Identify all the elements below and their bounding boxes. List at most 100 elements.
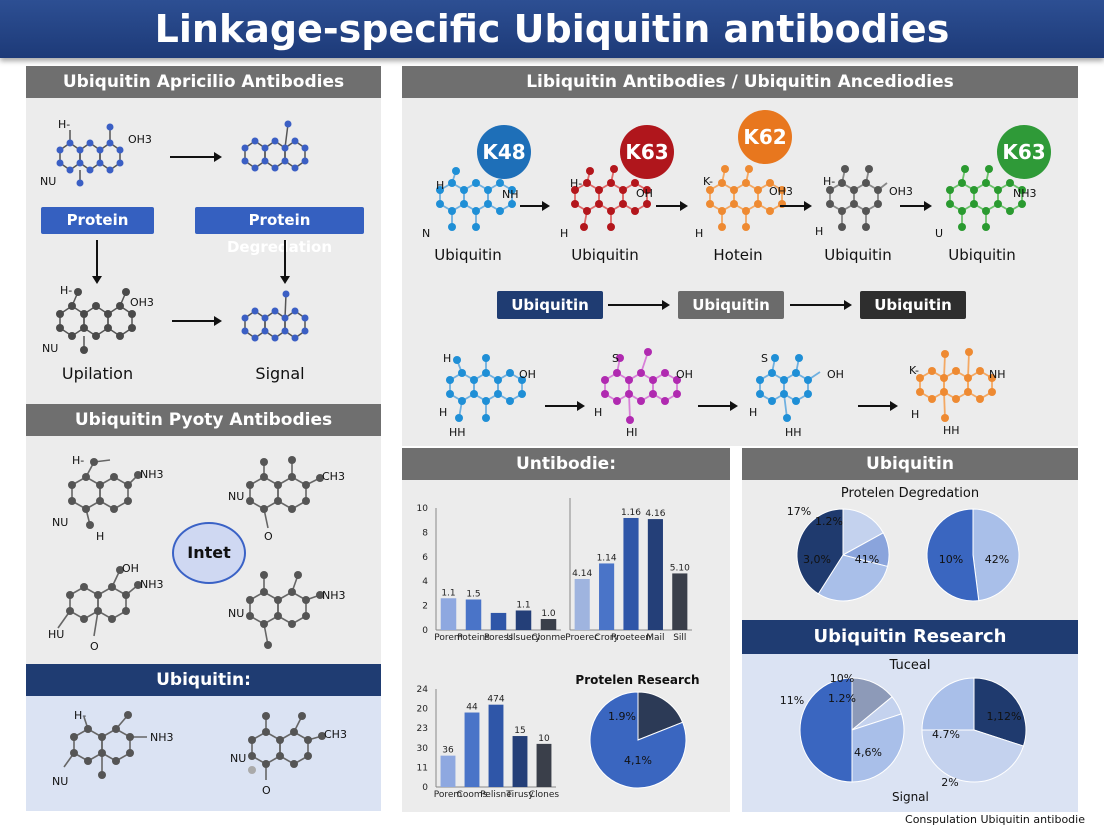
bar: [536, 743, 552, 787]
bar-value-label: 1.0: [541, 609, 556, 619]
left-bottom-header: Ubiquitin:: [26, 664, 381, 696]
y-tick-label: 0: [422, 783, 428, 793]
atom-label: OH: [827, 368, 844, 381]
pie-slice-label: 11%: [780, 694, 804, 707]
atom-label: U: [935, 227, 943, 240]
atom-label: OH: [122, 562, 139, 575]
atom-label: H: [443, 352, 451, 365]
molecule-left-4: [241, 290, 309, 342]
chart-panel-left-header: Untibodie:: [402, 448, 730, 480]
molecule-label: Ubiquitin: [571, 246, 639, 264]
atom-label: OH3: [128, 133, 152, 146]
molecule-k48: H NH N: [422, 167, 519, 240]
atom-label: NH3: [140, 468, 164, 481]
x-tick-label: Pelisne: [480, 790, 512, 800]
molecule-left-3: H- OH3 NU: [42, 284, 154, 355]
y-tick-label: 6: [422, 553, 428, 563]
bar: [488, 704, 504, 787]
bar-value-label: 1.1: [516, 600, 530, 610]
y-tick-label: 2: [422, 602, 428, 612]
molecule-label: Ubiquitin: [434, 246, 502, 264]
molecule-blue-3: S OH H HH: [749, 352, 844, 439]
atom-label: NU: [228, 490, 244, 503]
right-top-header: Libiquitin Antibodies / Ubiquitin Ancedi…: [402, 66, 1078, 98]
arrow-down-icon: [92, 240, 102, 284]
y-tick-label: 24: [417, 685, 429, 695]
atom-label: HH: [943, 424, 960, 437]
x-tick-label: Sill: [673, 633, 686, 643]
atom-label: OH: [519, 368, 536, 381]
atom-label: NH3: [322, 589, 346, 602]
atom-label: H: [815, 225, 823, 238]
arrow-icon: [172, 316, 222, 326]
pie-chart-signal: 1,12%4.7%2%: [921, 677, 1027, 789]
pie-slice-label: 41%: [855, 553, 879, 566]
bar-value-label: 1.1: [441, 588, 455, 598]
atom-label: H: [911, 408, 919, 421]
pie-slice-label: 4,6%: [854, 746, 882, 759]
bar-chart-3: 0113023202436Porem44Cooms474Pelisne15Tir…: [417, 685, 560, 800]
atom-label: HH: [449, 426, 466, 439]
atom-label: HH: [785, 426, 802, 439]
atom-label: H-: [74, 709, 86, 722]
molecule-k62: K- OH3 H: [695, 165, 793, 240]
pie-slice: [973, 677, 1027, 747]
arrow-icon: [608, 300, 670, 310]
pie-slice: [972, 508, 1020, 602]
x-tick-label: Proerec: [565, 633, 599, 643]
y-tick-label: 0: [422, 626, 428, 636]
x-tick-label: Clonme: [531, 633, 566, 643]
y-tick-label: 20: [417, 705, 429, 715]
molecule-orange-2: K- NH H HH: [909, 348, 1006, 437]
atom-label: HI: [626, 426, 638, 439]
pie-slice-label: 10%: [830, 672, 854, 685]
pie-slice: [637, 691, 684, 741]
bar-value-label: 10: [538, 734, 550, 744]
molecule-left-8: NH3 NU: [228, 571, 346, 649]
research-panel-header: Ubiquitin Research: [742, 620, 1078, 654]
pie-chart-tuceal: 1.2%10%11%4,6%: [780, 672, 905, 783]
molecule-label: Ubiquitin: [948, 246, 1016, 264]
atom-label: H: [594, 406, 602, 419]
pie-slice-label: 3,0%: [803, 553, 831, 566]
left-top-header: Ubiquitin Apricilio Antibodies: [26, 66, 381, 98]
atom-label: HU: [48, 628, 64, 641]
flow-box: Ubiquitin: [497, 291, 603, 319]
atom-label: OH3: [889, 185, 913, 198]
y-tick-label: 23: [417, 724, 428, 734]
protein-degradation-box: Protein Degredation: [195, 207, 364, 256]
pie-slice: [799, 677, 853, 783]
molecule-label: Ubiquitin: [824, 246, 892, 264]
molecule-label: Hotein: [713, 246, 763, 264]
atom-label: NH: [502, 188, 519, 201]
pie-slice-label: 42%: [985, 553, 1009, 566]
arrow-icon: [780, 201, 812, 211]
arrow-icon: [545, 401, 585, 411]
atom-label: H-: [60, 284, 72, 297]
x-tick-label: Proeteen: [611, 633, 651, 643]
molecule-left-6: CH3 NU O: [228, 456, 345, 543]
pie-slice: [921, 729, 1025, 783]
atom-label: O: [264, 530, 273, 543]
page-title: Linkage-specific Ubiquitin antibodies: [0, 0, 1104, 58]
bar-value-label: 5.10: [670, 563, 690, 573]
arrow-icon: [900, 201, 932, 211]
linkage-badge-k62: K62: [738, 110, 792, 164]
bar: [574, 578, 590, 630]
atom-label: H: [749, 406, 757, 419]
molecule-gray: H- OH3 H: [815, 165, 913, 238]
atom-label: NH3: [1013, 187, 1037, 200]
upilation-label: Upilation: [61, 364, 134, 383]
atom-label: NH3: [140, 578, 164, 591]
pie-degradation-title: Protelen Degredation: [840, 486, 980, 501]
atom-label: H-: [72, 454, 84, 467]
atom-label: NU: [230, 752, 246, 765]
y-tick-label: 4: [422, 577, 428, 587]
molecule-blue-2: H OH H HH: [439, 352, 536, 439]
arrow-icon: [698, 401, 738, 411]
flow-box: Ubiquitin: [678, 291, 784, 319]
atom-label: H-: [823, 175, 835, 188]
atom-label: NU: [40, 175, 56, 188]
bar: [464, 712, 480, 787]
atom-label: NU: [52, 775, 68, 788]
